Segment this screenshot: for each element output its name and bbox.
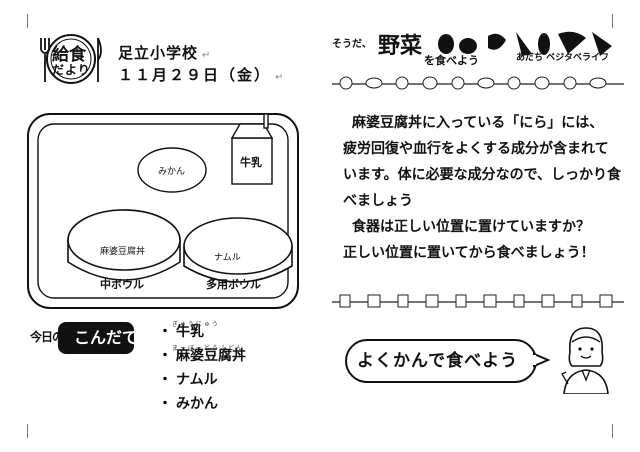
today-menu-logo-mask (70, 322, 130, 352)
tray-illustration (27, 113, 299, 309)
body-line-6: 正しい位置に置いてから食べましょう！ (343, 245, 595, 261)
speech-bubble (345, 339, 550, 383)
body-line-1: 麻婆豆腐丼に入っている「にら」には、 (352, 115, 604, 131)
logo-title-kyushoku: 給食 (52, 45, 86, 65)
nutritionist-person-icon (561, 327, 609, 394)
menu-item: ・みかん (158, 396, 218, 412)
tray-label-multi-bowl: 多用ボウル (206, 278, 261, 291)
body-line-5: 食器は正しい位置に置けていますか？ (352, 219, 590, 235)
body-line-4: べましょう (343, 193, 413, 209)
crop-mark-top-right (612, 14, 626, 28)
veg-header-main: 野菜 (378, 34, 423, 59)
vegetable-illustration-icon (438, 31, 612, 56)
menu-date: １１月２９日（金）↵ (118, 66, 286, 84)
tray-label-mikan: みかん (158, 167, 186, 177)
today-menu-logo-big-text: こんだて (74, 328, 139, 347)
body-line-2: 疲労回復や血行をよくする成分が含まれて (343, 141, 609, 157)
vegetable-border-bottom (332, 294, 624, 308)
tray-label-mabo: 麻婆豆腐丼 (100, 247, 146, 257)
logo-title-dayori: だより (52, 63, 91, 77)
fork-knife-logo-icon (40, 34, 102, 84)
veg-header-suffix: を食べよう (424, 54, 479, 67)
menu-item: ぎゅうにゅう・牛乳 (158, 321, 220, 340)
tray-label-medium-bowl: 中ボウル (100, 278, 144, 291)
crop-mark-bottom-right (612, 424, 626, 438)
milk-carton-icon (230, 113, 274, 185)
body-line-3: います。体に必要な成分なので、しっかり食 (343, 167, 622, 183)
crop-mark-bottom-left (14, 424, 28, 438)
crop-mark-top-left (14, 14, 28, 28)
today-menu-list: ぎゅうにゅう・牛乳 まーぼーどうふどん・麻婆豆腐丼 ・ナムル ・みかん (158, 320, 246, 416)
tray-label-namul: ナムル (214, 253, 241, 263)
vegetable-border-top (332, 76, 624, 90)
menu-item: ・ナムル (158, 372, 218, 388)
veg-header-prefix: そうだ、 (332, 39, 372, 50)
school-name: 足立小学校↵ (118, 44, 212, 62)
tray-label-milk: 牛乳 (240, 156, 262, 169)
menu-item: まーぼーどうふどん・麻婆豆腐丼 (158, 345, 246, 364)
veg-header-sub: あだち ベジタベライフ (516, 53, 609, 63)
bubble-text: よくかんで食べよう (357, 351, 519, 371)
